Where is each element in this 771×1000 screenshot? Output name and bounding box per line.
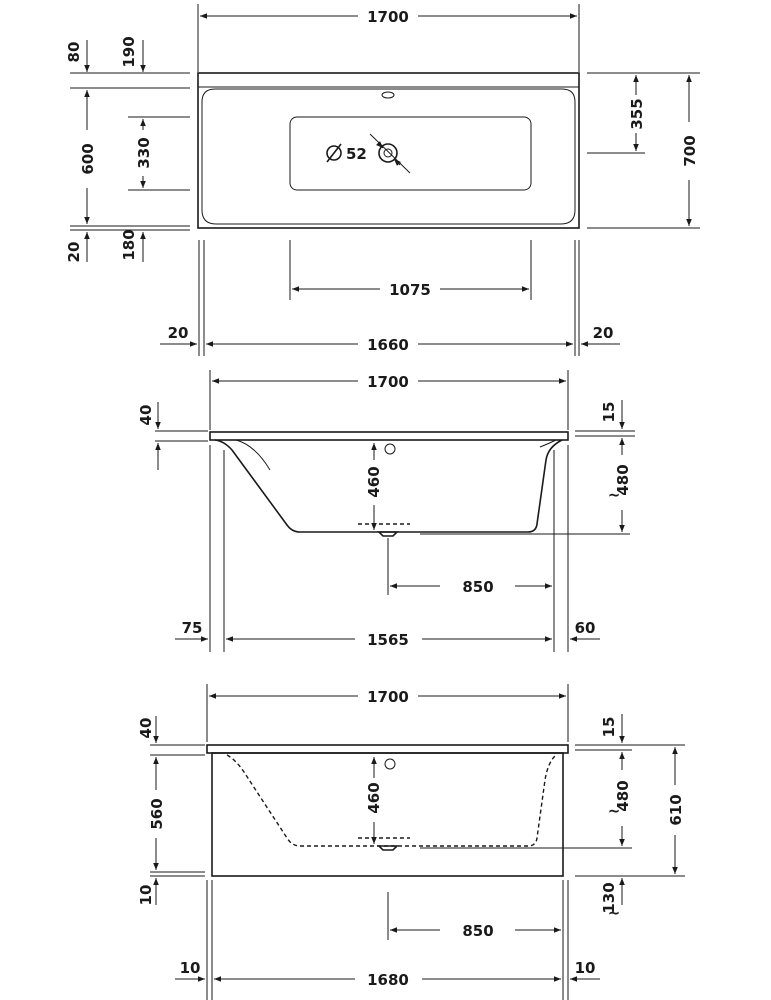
drain-inner xyxy=(383,148,393,158)
panel-dim-side-right: 10 xyxy=(575,959,596,977)
dim-overall-width: 1700 xyxy=(367,8,409,26)
dim-rim-front: 20 xyxy=(65,242,83,263)
dim-side-left: 20 xyxy=(168,324,189,342)
dim-overall-depth: 700 xyxy=(681,135,699,166)
front-panel xyxy=(211,752,564,877)
side-dim-overall-length: 1700 xyxy=(367,373,409,391)
side-view: 1700 460 40 15 480 ~ xyxy=(137,370,635,652)
dim-basin-length: 1075 xyxy=(389,281,431,299)
diameter-symbol xyxy=(326,145,342,161)
panel-dim-drain-offset: 850 xyxy=(462,922,493,940)
dim-rim-back-inner: 190 xyxy=(120,36,138,67)
side-dim-offset-right: 60 xyxy=(575,619,596,637)
hidden-shell xyxy=(226,754,557,847)
side-dim-offset-left: 75 xyxy=(182,619,203,637)
overflow-side xyxy=(384,443,396,455)
side-dim-base-length: 1565 xyxy=(367,631,409,649)
dim-overflow-offset: 355 xyxy=(628,98,646,129)
panel-view: 1700 460 40 560 10 15 xyxy=(137,684,685,1000)
dim-rim-front-inner: 180 xyxy=(120,229,138,260)
side-dim-drain-offset: 850 xyxy=(462,578,493,596)
rim-panel xyxy=(206,744,569,754)
side-dim-overall-height: 480 xyxy=(614,464,632,495)
panel-dim-side-left: 10 xyxy=(180,959,201,977)
overflow-hole xyxy=(381,91,395,99)
panel-dim-panel-length: 1680 xyxy=(367,971,409,989)
tub-outline-top xyxy=(197,72,580,229)
panel-dim-rim-thickness: 40 xyxy=(137,718,155,739)
top-view: 52 1700 1075 1660 20 20 8 xyxy=(65,4,700,356)
dim-inner-depth: 600 xyxy=(79,143,97,174)
drain-outer xyxy=(378,143,398,163)
panel-approx-symbol: ~ xyxy=(608,802,621,820)
dim-basin-width: 330 xyxy=(135,137,153,168)
dim-rim-back: 80 xyxy=(65,42,83,63)
side-dim-inner-depth: 460 xyxy=(365,466,383,497)
panel-dim-panel-height: 560 xyxy=(148,798,166,829)
panel-dim-base-gap: 10 xyxy=(137,885,155,906)
dim-side-right: 20 xyxy=(593,324,614,342)
panel-dim-rim-top: 15 xyxy=(600,717,618,738)
tub-shell-side xyxy=(214,439,563,533)
panel-dim-overall-height: 480 xyxy=(614,780,632,811)
panel-feet-approx-symbol: ~ xyxy=(608,904,621,922)
drain-outlet-side xyxy=(377,531,399,537)
basin-top xyxy=(289,116,532,191)
panel-dim-inner-depth: 460 xyxy=(365,782,383,813)
drain-diameter-label: 52 xyxy=(346,145,367,163)
panel-dim-total-height: 610 xyxy=(667,794,685,825)
side-dim-rim-top: 15 xyxy=(600,402,618,423)
side-approx-symbol: ~ xyxy=(608,486,621,504)
panel-dim-overall-length: 1700 xyxy=(367,688,409,706)
side-dim-rim-thickness: 40 xyxy=(137,405,155,426)
panel-dim-feet-height: 130 xyxy=(600,882,618,913)
inner-shell-top xyxy=(201,88,576,225)
overflow-panel xyxy=(384,758,396,770)
dim-inner-length: 1660 xyxy=(367,336,409,354)
rim-side xyxy=(209,431,569,441)
